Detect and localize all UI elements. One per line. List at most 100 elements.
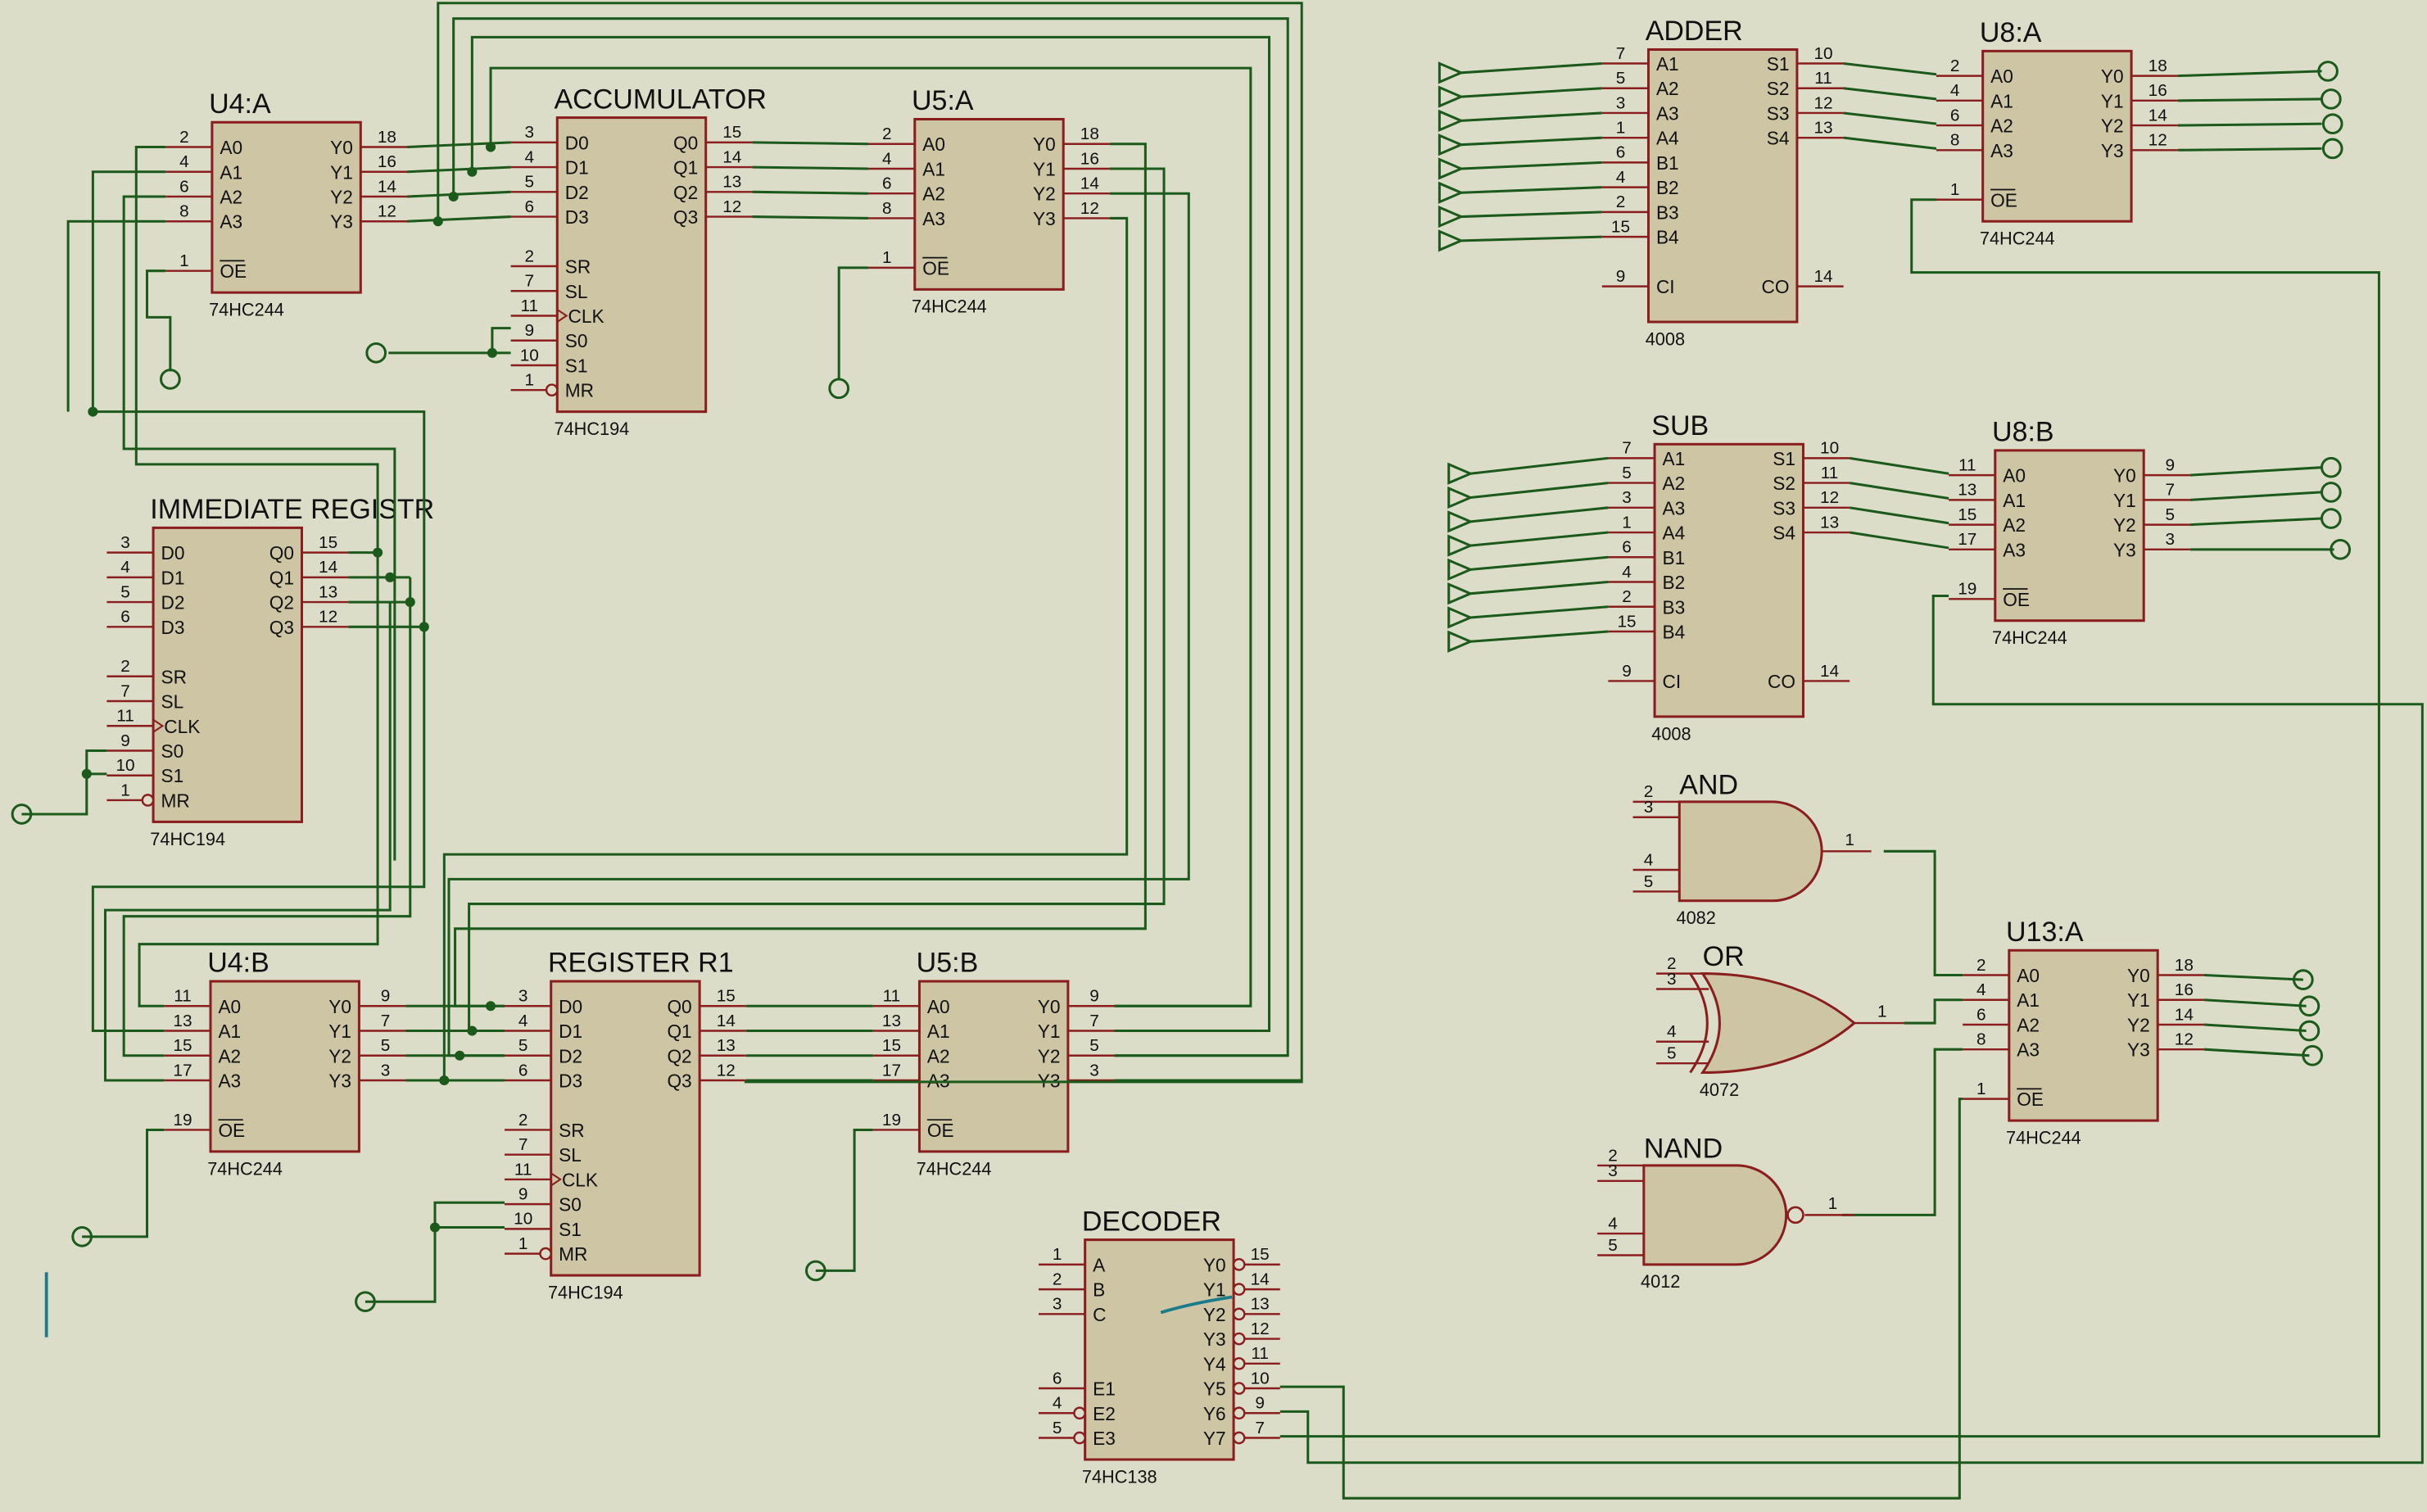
pin-number: 12 xyxy=(1820,488,1839,507)
pin-label: SL xyxy=(565,281,588,302)
pin-label: A1 xyxy=(1656,53,1679,75)
pin-number: 10 xyxy=(1813,44,1832,63)
pin-label: A4 xyxy=(1656,128,1679,149)
junction-dot xyxy=(429,1222,441,1233)
pin-label: A0 xyxy=(927,996,950,1017)
pin-number: 7 xyxy=(518,1135,528,1154)
pin-number: 9 xyxy=(1616,267,1626,286)
pin-label: D0 xyxy=(565,132,589,153)
input-terminal xyxy=(1438,181,1465,204)
pin-number: 13 xyxy=(1820,513,1839,532)
pin-label: A1 xyxy=(2017,989,2040,1011)
pin-number: 7 xyxy=(1622,439,1632,458)
pin-label: OE xyxy=(927,1120,954,1141)
pin-label: A3 xyxy=(1656,102,1679,124)
pin-label: Q1 xyxy=(673,157,698,179)
pin-number: 15 xyxy=(882,1036,901,1055)
pin-label: A0 xyxy=(2003,465,2026,487)
pin-number: 6 xyxy=(1616,143,1626,162)
pin-number: 1 xyxy=(1845,831,1854,849)
pin-number: 10 xyxy=(1820,439,1839,458)
pin-number: 2 xyxy=(518,1111,528,1129)
wire xyxy=(2203,1048,2310,1057)
wire xyxy=(1470,506,1609,523)
pin-number: 6 xyxy=(524,197,534,216)
pin-label: A3 xyxy=(220,211,242,233)
pin-number: 3 xyxy=(2166,530,2176,549)
pin-number: 1 xyxy=(882,248,892,267)
input-terminal xyxy=(1447,462,1474,485)
inverting-bubble xyxy=(1073,1406,1086,1420)
stray-mark xyxy=(1160,1295,1233,1315)
output-terminal xyxy=(2330,538,2352,560)
junction-dot xyxy=(385,572,396,582)
pin-number: 4 xyxy=(179,152,189,171)
pin-label: A2 xyxy=(927,1045,950,1066)
chip-title: DECODER xyxy=(1082,1206,1221,1237)
pin-label: MR xyxy=(559,1243,587,1265)
chip-body xyxy=(152,526,303,823)
pin-number: 14 xyxy=(1820,662,1839,681)
pin-number: 3 xyxy=(1644,798,1654,817)
pin-number: 4 xyxy=(882,149,892,168)
output-terminal xyxy=(365,342,387,364)
pin-label: D3 xyxy=(565,206,589,228)
pin-label: Y0 xyxy=(1203,1254,1226,1275)
pin-label: A2 xyxy=(1663,473,1686,494)
pin-number: 7 xyxy=(2166,481,2176,500)
inverting-bubble xyxy=(539,1247,552,1261)
wire xyxy=(1470,581,1609,595)
pin-number: 5 xyxy=(1622,464,1632,482)
pin-number: 12 xyxy=(2175,1030,2194,1049)
pin-number: 6 xyxy=(1976,1005,1986,1024)
pin-number: 7 xyxy=(1089,1012,1099,1030)
pin-label: A2 xyxy=(2003,514,2026,536)
pin-number: 3 xyxy=(1622,488,1632,507)
pin-label: A2 xyxy=(220,186,242,207)
pin-label: A2 xyxy=(1656,78,1679,99)
pin-number: 3 xyxy=(1616,93,1626,112)
wire xyxy=(122,577,412,1057)
pin-label: CLK xyxy=(568,306,604,327)
wire xyxy=(752,215,869,220)
pin-label: CI xyxy=(1656,276,1675,297)
wire xyxy=(1279,595,2424,1464)
gate-body xyxy=(1642,1164,1788,1266)
chip-title: U13:A xyxy=(2006,917,2084,948)
chip-part-number: 74HC244 xyxy=(209,299,284,319)
pin-label: D1 xyxy=(565,157,589,179)
pin-number: 3 xyxy=(1608,1161,1618,1180)
pin-number: 8 xyxy=(179,202,189,221)
pin-number: 13 xyxy=(882,1012,901,1030)
pin-number: 4 xyxy=(1976,980,1986,999)
pin-label: Y0 xyxy=(2127,965,2150,986)
pin-label: D3 xyxy=(161,617,185,638)
wire xyxy=(1849,482,1949,500)
wire xyxy=(2189,517,2322,527)
pin-number: 11 xyxy=(883,987,901,1006)
pin-number: 12 xyxy=(378,202,396,221)
pin-label: Q0 xyxy=(667,996,691,1017)
output-terminal xyxy=(2320,482,2342,503)
junction-dot xyxy=(88,406,98,417)
pin-number: 7 xyxy=(1255,1419,1265,1437)
wire xyxy=(2177,147,2322,152)
chip-title: U8:A xyxy=(1980,17,2042,48)
pin-number: 15 xyxy=(319,533,337,552)
pin-number: 1 xyxy=(524,371,534,390)
pin-label: A3 xyxy=(2003,539,2026,560)
pin-number: 4 xyxy=(518,1012,528,1030)
pin-label: Y0 xyxy=(330,137,353,158)
pin-label: S4 xyxy=(1767,128,1790,149)
pin-number: 6 xyxy=(1622,538,1632,557)
pin-number: 6 xyxy=(518,1061,528,1080)
pin-number: 16 xyxy=(1080,149,1099,168)
pin-label: A1 xyxy=(2003,490,2026,511)
inverting-bubble xyxy=(1232,1258,1246,1271)
